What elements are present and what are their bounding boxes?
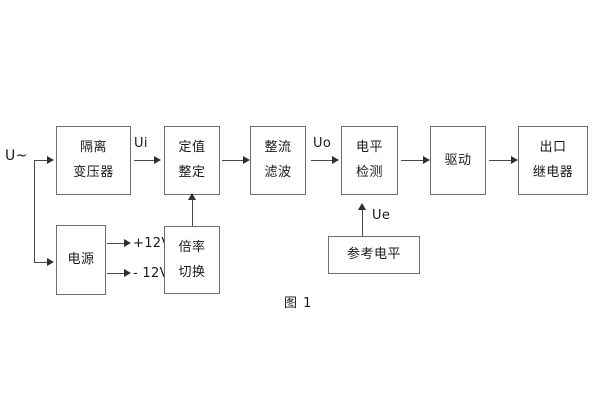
block-reference-level: 参考电平 [328, 236, 420, 274]
line-multiplier-to-setting [192, 199, 193, 226]
line-level-detect-to-drive [401, 160, 426, 161]
block-setting-adjust-line-2: 整定 [178, 165, 206, 180]
rail-label-positive: +12V [133, 236, 171, 251]
block-rectify-filter: 整流 滤波 [250, 126, 306, 195]
block-drive: 驱动 [430, 126, 486, 195]
line-reference-to-level-detect [362, 209, 363, 236]
block-setting-adjust-line-1: 定值 [178, 140, 206, 156]
arrow-level-detect-to-drive [423, 155, 430, 164]
arrow-reference-to-level-detect [357, 203, 366, 210]
input-feed-line-top [34, 160, 48, 161]
input-feed-line-bottom [34, 262, 48, 263]
block-power-supply-line-1: 电源 [67, 252, 95, 268]
line-negative-rail [107, 273, 126, 274]
arrow-positive-rail [124, 238, 131, 247]
figure-caption: 图 1 [284, 296, 313, 311]
line-drive-to-output-relay [489, 160, 514, 161]
line-positive-rail [107, 243, 126, 244]
arrow-drive-to-output-relay [511, 155, 518, 164]
arrow-into-power-supply [47, 257, 54, 266]
arrow-negative-rail [124, 268, 131, 277]
line-rectify-to-level-detect [311, 160, 334, 161]
arrow-rectify-to-level-detect [332, 155, 339, 164]
block-output-relay: 出口 继电器 [518, 126, 588, 195]
signal-label-uo: Uo [313, 136, 332, 151]
block-isolation-transformer-line-2: 变压器 [73, 165, 114, 180]
block-reference-level-line-1: 参考电平 [346, 247, 401, 263]
block-multiplier-switch: 倍率 切换 [164, 226, 220, 294]
block-rectify-filter-line-2: 滤波 [264, 165, 292, 180]
block-multiplier-switch-line-1: 倍率 [178, 239, 206, 255]
block-level-detect: 电平 检测 [341, 126, 398, 195]
signal-label-ue: Ue [372, 208, 391, 223]
block-rectify-filter-line-1: 整流 [264, 140, 292, 156]
block-output-relay-line-2: 继电器 [532, 165, 574, 180]
signal-label-ui: Ui [134, 136, 148, 151]
line-setting-to-rectify [222, 160, 246, 161]
block-power-supply: 电源 [56, 225, 106, 295]
block-multiplier-switch-line-2: 切换 [178, 264, 206, 280]
block-level-detect-line-1: 电平 [355, 140, 383, 156]
line-isolation-to-setting [134, 160, 155, 161]
arrow-isolation-to-setting [154, 155, 161, 164]
input-voltage-label: U~ [5, 148, 28, 164]
arrow-multiplier-to-setting [187, 193, 196, 200]
input-branch-vertical-line [34, 160, 35, 262]
arrow-setting-to-rectify [243, 155, 250, 164]
block-drive-line-1: 驱动 [444, 152, 472, 168]
block-isolation-transformer-line-1: 隔离 [79, 140, 107, 156]
arrow-into-isolation-transformer [47, 155, 54, 164]
block-output-relay-line-1: 出口 [539, 140, 567, 156]
rail-label-negative: - 12V [133, 266, 169, 281]
block-setting-adjust: 定值 整定 [164, 126, 220, 195]
block-isolation-transformer: 隔离 变压器 [56, 126, 131, 195]
block-level-detect-line-2: 检测 [355, 165, 383, 180]
